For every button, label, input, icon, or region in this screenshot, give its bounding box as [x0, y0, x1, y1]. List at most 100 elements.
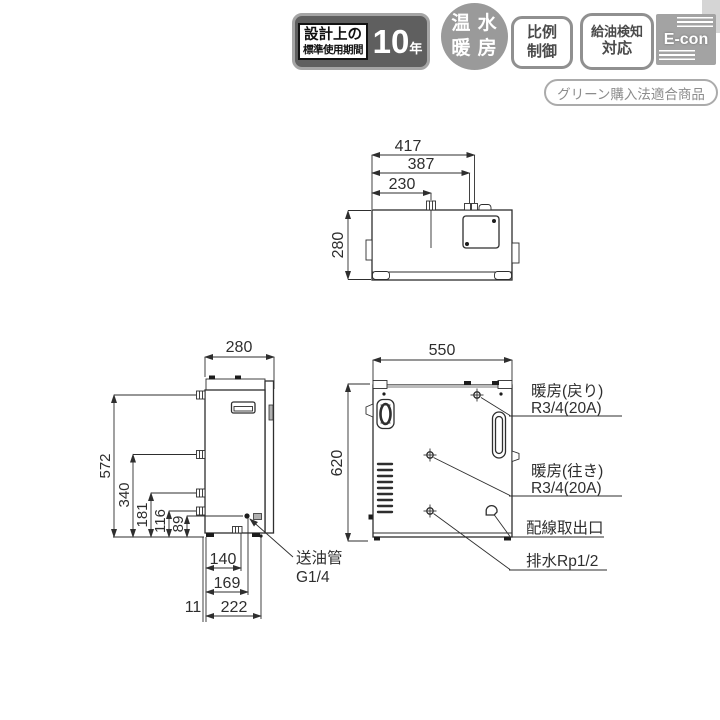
screw-icon	[499, 392, 503, 396]
top-view-foot	[494, 271, 512, 280]
oil-pipe-label-line1: 送油管	[296, 549, 343, 567]
econ-label: E-con	[663, 30, 709, 48]
side-view-top-cap	[205, 378, 266, 391]
front-view-louver-vents	[376, 462, 394, 514]
side-dim-11: 11	[185, 599, 202, 616]
top-dim-280: 280	[330, 232, 347, 259]
oil-detection-badge: 給油検知 対応	[580, 13, 654, 70]
front-view-top-mark	[492, 381, 499, 385]
side-dim-89: 89	[170, 516, 187, 533]
econ-stripes-icon	[659, 50, 695, 62]
top-view-round-tab	[478, 204, 492, 211]
front-view-oval-slot	[491, 411, 507, 459]
side-view-small-fitting	[253, 513, 262, 520]
top-view-body	[371, 209, 513, 281]
top-dim-387: 387	[408, 156, 435, 173]
design-life-line1: 設計上の	[304, 26, 362, 43]
proportional-control-line2: 制御	[526, 42, 557, 60]
design-life-years-number: 10	[372, 23, 410, 60]
side-view-pipe-fitting	[196, 450, 206, 459]
top-view-access-panel	[462, 215, 500, 249]
oil-pipe-label-line2: G1/4	[296, 569, 330, 586]
heating-supply-label-line1: 暖房(往き)	[531, 462, 603, 480]
heating-supply-label-line2: R3/4(20A)	[531, 480, 602, 497]
drain-port-marker	[423, 504, 437, 518]
design-life-label-box: 設計上の 標準使用期間	[298, 22, 368, 61]
top-dim-230: 230	[389, 176, 416, 193]
front-view-top-strip	[387, 385, 499, 388]
front-view-bracket	[372, 380, 388, 389]
top-view-pipe-fitting-230	[426, 200, 436, 248]
top-dim-417: 417	[395, 138, 422, 155]
front-view-foot	[374, 536, 380, 541]
heating-return-label-line2: R3/4(20A)	[531, 400, 602, 417]
front-view-left-tab	[365, 403, 374, 418]
front-view-top-mark	[464, 381, 471, 385]
side-view-pipe-fitting	[196, 390, 206, 400]
heating-return-port-marker	[470, 388, 484, 402]
front-view-handle	[376, 398, 395, 430]
hot-water-heating-line1: 温 水	[451, 12, 498, 34]
oil-pipe-port	[244, 513, 250, 519]
front-view: 550 620	[329, 342, 622, 571]
oil-detection-line1: 給油検知	[590, 24, 643, 39]
design-life-badge: 設計上の 標準使用期間 10 年	[292, 13, 430, 70]
screw-icon	[465, 242, 469, 246]
hot-water-heating-line2: 暖 房	[451, 37, 498, 59]
side-view-foot	[206, 533, 214, 537]
wiring-outlet-leader	[493, 514, 511, 537]
side-view-handle-grip	[233, 406, 253, 412]
design-life-years-unit: 年	[409, 41, 423, 56]
top-view: 417 387 230 280	[330, 138, 520, 281]
drain-label: 排水Rp1/2	[526, 552, 598, 570]
top-view-foot	[372, 271, 390, 280]
heating-supply-port-marker	[423, 448, 437, 462]
side-dim-572: 572	[97, 453, 114, 478]
side-view-foot	[252, 533, 260, 537]
side-dim-340: 340	[116, 482, 133, 507]
proportional-control-badge: 比例 制御	[511, 16, 573, 69]
side-view-body	[204, 389, 266, 534]
front-view-body	[372, 384, 513, 538]
green-purchase-label: グリーン購入法適合商品	[557, 86, 705, 102]
design-life-line2: 標準使用期間	[303, 43, 364, 56]
front-view-bracket	[497, 380, 513, 389]
side-view-rear-bracket	[268, 404, 274, 421]
hot-water-heating-badge: 温 水 暖 房	[441, 3, 508, 70]
top-view-right-tab	[511, 242, 520, 264]
drain-leader	[433, 513, 511, 570]
top-view-fitting-417	[471, 203, 478, 211]
oil-detection-line2: 対応	[601, 40, 632, 58]
front-dim-620: 620	[329, 450, 346, 477]
side-dim-181: 181	[134, 502, 151, 527]
econ-badge: E-con	[656, 14, 716, 65]
design-life-years: 10 年	[368, 25, 427, 58]
proportional-control-line1: 比例	[526, 23, 557, 41]
front-view-left-mark	[368, 514, 373, 520]
side-view: 280	[97, 339, 343, 622]
screw-icon	[382, 392, 386, 396]
side-dim-222: 222	[221, 599, 248, 616]
top-view-fitting-387	[464, 203, 471, 211]
heating-return-leader	[480, 397, 511, 416]
heating-supply-leader	[433, 457, 511, 496]
side-view-top-nub	[209, 375, 215, 380]
front-view-foot	[504, 536, 511, 541]
side-view-pipe-fitting	[196, 506, 206, 516]
green-purchase-badge: グリーン購入法適合商品	[544, 79, 718, 106]
side-view-handle	[230, 401, 256, 414]
wiring-outlet-label: 配線取出口	[526, 519, 604, 537]
top-view-left-tab	[365, 239, 373, 261]
side-view-bottom-bolt	[232, 526, 243, 534]
screw-icon	[492, 219, 496, 223]
oil-pipe-leader	[249, 518, 294, 558]
side-view-pipe-fitting	[196, 488, 206, 498]
front-dim-550: 550	[429, 342, 456, 359]
side-dim-116: 116	[152, 509, 169, 533]
econ-stripes-icon	[677, 17, 713, 29]
side-view-back-panel	[264, 380, 275, 534]
side-view-bottom-stud	[259, 534, 263, 538]
side-view-top-nub	[235, 375, 241, 380]
